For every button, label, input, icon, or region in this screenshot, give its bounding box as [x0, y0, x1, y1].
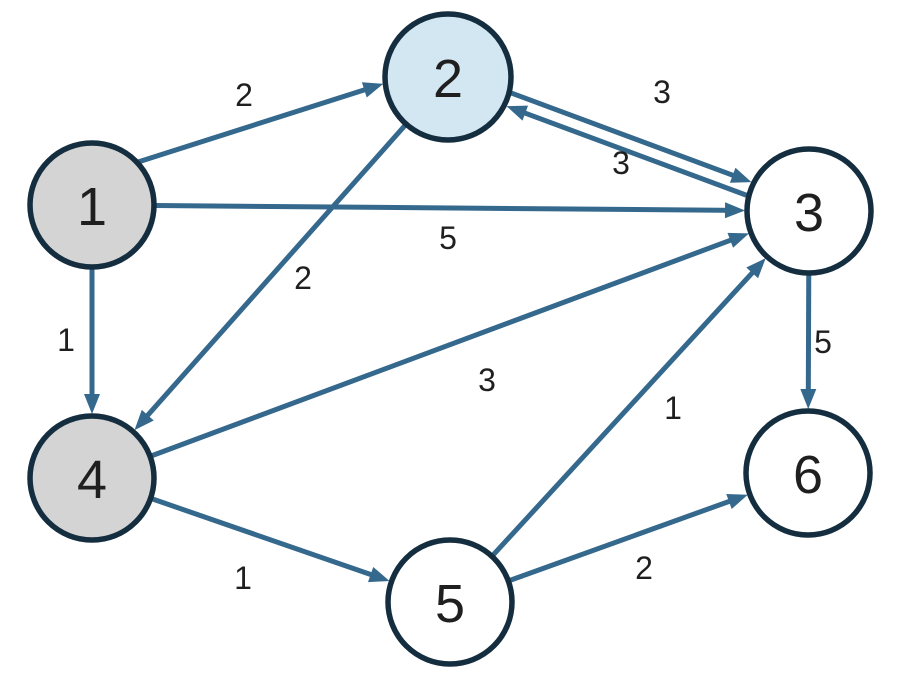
edge-1-4: [84, 268, 100, 414]
edge-line-1-2: [137, 84, 375, 165]
edge-line-2-4: [139, 123, 408, 425]
edge-1-2: [137, 82, 384, 165]
edge-2-4: [134, 123, 408, 431]
edge-2-3: [509, 90, 752, 183]
node-label-5: 5: [435, 574, 465, 634]
edge-3-6: [800, 273, 817, 410]
edge-line-4-5: [150, 496, 381, 581]
edges-layer: [84, 82, 817, 583]
edge-line-5-6: [508, 495, 740, 583]
graph-node-4: [27, 413, 157, 543]
edge-weight-1-4: 1: [57, 322, 75, 358]
edge-arrowhead-icon: [84, 394, 100, 414]
edge-line-5-3: [490, 263, 761, 558]
edge-weight-3-2: 3: [612, 145, 630, 181]
edge-1-3: [154, 202, 746, 219]
edge-5-3: [490, 258, 766, 558]
edge-arrowhead-icon: [724, 202, 746, 219]
edge-arrowhead-icon: [746, 258, 766, 279]
node-label-2: 2: [433, 49, 463, 109]
edge-3-2: [506, 105, 749, 198]
edge-line-3-2: [515, 107, 749, 198]
edge-arrowhead-icon: [506, 105, 529, 121]
edge-arrowhead-icon: [800, 388, 817, 410]
edge-arrowhead-icon: [727, 232, 750, 248]
edge-weight-4-5: 1: [234, 560, 252, 596]
node-label-3: 3: [794, 183, 824, 243]
edge-line-2-3: [509, 90, 743, 182]
node-label-1: 1: [77, 177, 107, 237]
edge-line-4-3: [150, 234, 741, 459]
edge-arrowhead-icon: [726, 493, 748, 510]
graph-node-1: [27, 140, 157, 270]
edge-weight-2-3: 3: [653, 74, 671, 110]
edge-weight-5-3: 1: [664, 390, 682, 426]
edge-line-1-3: [154, 203, 736, 213]
edge-weight-4-3: 3: [478, 362, 496, 398]
edge-arrowhead-icon: [368, 566, 390, 583]
edge-arrowhead-icon: [729, 167, 752, 183]
edge-arrowhead-icon: [134, 409, 154, 431]
node-label-6: 6: [793, 445, 823, 505]
edge-weight-2-4: 2: [294, 260, 312, 296]
edge-4-5: [150, 496, 390, 583]
edge-weight-5-6: 2: [635, 550, 653, 586]
node-label-4: 4: [77, 450, 107, 510]
edge-4-3: [150, 232, 750, 459]
nodes-layer: [27, 11, 874, 667]
graph-node-5: [385, 537, 515, 667]
edge-weight-3-6: 5: [814, 324, 832, 360]
edge-weight-1-2: 2: [235, 77, 253, 113]
graph-node-3: [744, 146, 874, 276]
edge-5-6: [508, 493, 748, 583]
graph-node-6: [743, 408, 873, 538]
edge-weight-1-3: 5: [439, 220, 457, 256]
edge-arrowhead-icon: [361, 82, 384, 98]
graph-node-2: [382, 11, 514, 143]
